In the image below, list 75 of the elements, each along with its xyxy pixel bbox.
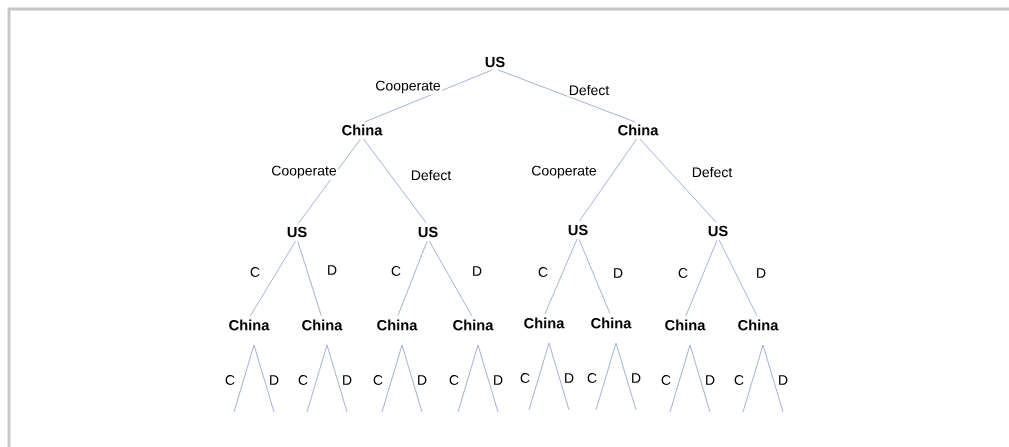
edge-label: D xyxy=(703,373,717,387)
edge-label: D xyxy=(267,373,281,387)
branch-line xyxy=(639,138,717,223)
branch-line xyxy=(363,138,427,224)
player-label: US xyxy=(418,226,438,238)
edge-label: Defect xyxy=(690,165,734,179)
player-label: China xyxy=(302,319,343,331)
player-label: China xyxy=(665,319,706,331)
player-label: China xyxy=(377,319,418,331)
edge-label: C xyxy=(536,265,550,279)
player-label: China xyxy=(229,319,270,331)
branch-line xyxy=(615,342,637,411)
branch-line xyxy=(595,342,617,411)
branch-line xyxy=(233,344,255,413)
edge-label: Cooperate xyxy=(374,79,443,95)
branch-line xyxy=(544,238,578,314)
edge-label: D xyxy=(415,373,429,387)
branch-line xyxy=(579,138,637,222)
branch-line xyxy=(401,344,423,413)
player-label: China xyxy=(591,317,632,329)
branch-line xyxy=(548,342,570,411)
branch-line xyxy=(689,344,711,413)
edge-label: C xyxy=(296,373,310,387)
edge-label: C xyxy=(371,373,385,387)
branch-line xyxy=(306,344,328,413)
player-label: US xyxy=(485,56,505,68)
branch-line xyxy=(428,240,473,317)
branch-line xyxy=(762,344,784,413)
edge-label: C xyxy=(389,264,403,278)
edge-label: D xyxy=(491,373,505,387)
edge-label: D xyxy=(562,371,576,385)
edge-label: C xyxy=(518,371,532,385)
edge-label: D xyxy=(776,373,790,387)
edge-label: D xyxy=(629,371,643,385)
edge-label: Defect xyxy=(567,83,611,97)
player-label: China xyxy=(524,317,565,329)
branch-line xyxy=(250,240,296,317)
branch-line xyxy=(528,342,550,411)
branch-line xyxy=(477,344,499,413)
edge-label: D xyxy=(611,266,625,280)
edge-label: C xyxy=(676,266,690,280)
edge-label: C xyxy=(223,373,237,387)
branch-line xyxy=(298,138,361,224)
edge-label: D xyxy=(470,264,484,278)
branch-line xyxy=(297,240,322,316)
edge-label: D xyxy=(340,373,354,387)
player-label: China xyxy=(738,319,779,331)
edge-label: C xyxy=(248,265,262,279)
branch-line xyxy=(253,344,275,413)
branch-line xyxy=(364,69,493,123)
branch-line xyxy=(742,344,764,413)
edge-label: C xyxy=(732,373,746,387)
edge-label: C xyxy=(659,373,673,387)
player-label: China xyxy=(453,319,494,331)
branch-line xyxy=(326,344,348,413)
edge-label: D xyxy=(754,266,768,280)
branch-line xyxy=(497,69,636,123)
player-label: China xyxy=(342,124,383,136)
edge-label: D xyxy=(325,263,339,277)
player-label: US xyxy=(708,225,728,237)
branch-line xyxy=(718,239,758,317)
edge-label: Cooperate xyxy=(530,164,599,180)
player-label: China xyxy=(618,124,659,136)
branch-line xyxy=(457,344,479,413)
branch-line xyxy=(578,238,611,314)
player-label: US xyxy=(287,226,307,238)
branch-line xyxy=(381,344,403,413)
edge-label: Defect xyxy=(409,168,453,182)
branch-line xyxy=(669,344,691,413)
player-label: US xyxy=(568,224,588,236)
edge-label: Cooperate xyxy=(270,164,339,180)
edge-label: C xyxy=(585,371,599,385)
branch-line xyxy=(397,240,428,316)
branch-line xyxy=(685,239,718,316)
edge-label: C xyxy=(447,373,461,387)
